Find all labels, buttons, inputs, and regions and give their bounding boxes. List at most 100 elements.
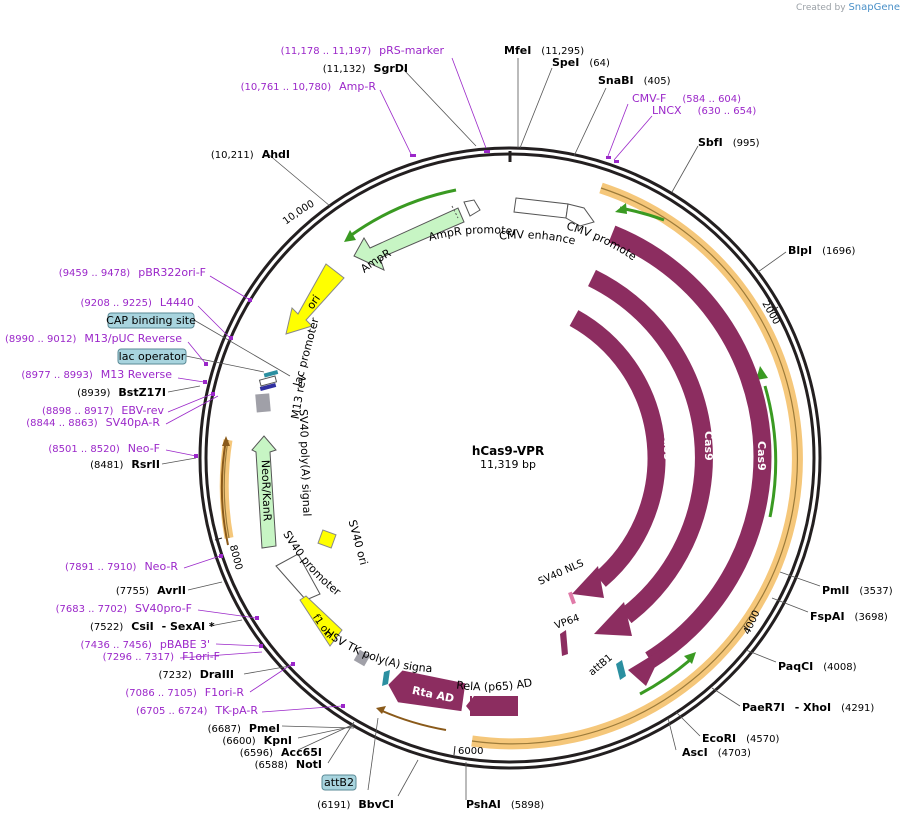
site-draiii[interactable]: (7232)DraIII [158, 668, 234, 681]
primer-sv40pa-r-name: SV40pA-R [106, 416, 161, 429]
primer-sv40pa-r-range: (8844 .. 8863) [26, 418, 98, 429]
site-pshai-pos: (5898) [511, 800, 544, 811]
plasmid-title: hCas9-VPR 11,319 bp [472, 444, 544, 471]
box-attb2[interactable]: attB2 [324, 776, 354, 789]
primer-prs-marker-range: (11,178 .. 11,197) [281, 46, 372, 57]
primer-f1ori-f-range: (7296 .. 7317) [103, 652, 175, 663]
site-pmei[interactable]: (6687) PmeI [208, 722, 280, 735]
primer-tk-pa-r-name: TK-pA-R [214, 704, 258, 717]
activation-domains: Rta AD RelA (p65) AD [388, 670, 534, 716]
site-asci[interactable]: AscI(4703) [682, 746, 751, 759]
primer-pbabe3-name: pBABE 3' [160, 638, 210, 651]
site-snabi-name: SnaBI [598, 74, 634, 87]
primer-pbabe3-range: (7436 .. 7456) [81, 640, 153, 651]
rela-label: RelA (p65) AD [456, 676, 534, 693]
cas9-inner-label: Cas9 [661, 431, 674, 461]
site-sgrdi[interactable]: (11,132) SgrDI [323, 62, 408, 75]
site-mfei[interactable]: MfeI(11,295) [504, 44, 584, 57]
primer-neo-f[interactable]: (8501 .. 8520)Neo-F [48, 442, 160, 455]
tick-6000: 6000 [458, 746, 483, 757]
primer-cmv-f-range: (584 .. 604) [682, 94, 741, 105]
primer-tk-pa-r[interactable]: (6705 .. 6724)TK-pA-R [136, 704, 258, 717]
primer-cmv-f[interactable]: CMV-F (584 .. 604) [632, 92, 741, 105]
sv40-nls-label: SV40 NLS [537, 558, 586, 588]
site-pmli[interactable]: PmlI(3537) [822, 584, 893, 597]
boxed-labels: CAP binding site lac operator attB2 [106, 312, 357, 791]
site-bstz17i[interactable]: (8939)BstZ17I [77, 386, 166, 399]
primer-l4440-range: (9208 .. 9225) [80, 298, 152, 309]
site-ahdi[interactable]: (10,211)AhdI [211, 148, 290, 161]
tick-10000-label: 10,000 [281, 198, 316, 227]
site-draiii-pos: (7232) [158, 670, 191, 681]
site-sbfi-name: SbfI [698, 136, 723, 149]
sv40-ori-label: SV40 ori [346, 518, 371, 566]
site-spei[interactable]: SpeI(64) [552, 56, 610, 69]
primer-f1ori-f-name: F1ori-F [182, 650, 220, 663]
primer-sv40pa-r[interactable]: (8844 .. 8863) SV40pA-R [26, 416, 160, 429]
primer-prs-marker[interactable]: (11,178 .. 11,197) pRS-marker [281, 44, 445, 57]
site-fspai-pos: (3698) [855, 612, 888, 623]
neo-region: NeoR/KanR SV40 poly(A) signal [251, 409, 314, 549]
site-paqci[interactable]: PaqCI(4008) [778, 660, 857, 673]
site-pmei-pos: (6687) [208, 724, 241, 735]
site-leader-lines [161, 58, 821, 800]
site-kpni[interactable]: (6600)KpnI [222, 734, 292, 747]
primer-m13puc-rev[interactable]: (8990 .. 9012)M13/pUC Reverse [5, 332, 182, 345]
box-cap[interactable]: CAP binding site [106, 314, 196, 327]
site-sgrdi-pos: (11,132) [323, 64, 366, 75]
site-avrii-name: AvrII [157, 584, 186, 597]
primer-cmv-f-name: CMV-F [632, 92, 666, 105]
site-paer7i-pos: (4291) [841, 703, 874, 714]
primer-ebv-rev[interactable]: (8898 .. 8917)EBV-rev [42, 404, 164, 417]
primer-pbr322ori-f[interactable]: (9459 .. 9478) pBR322ori-F [59, 266, 206, 279]
primer-lncx[interactable]: LNCX(630 .. 654) [652, 104, 756, 117]
site-ecori[interactable]: EcoRI(4570) [702, 732, 780, 745]
site-avrii-pos: (7755) [116, 586, 149, 597]
site-ahdi-pos: (10,211) [211, 150, 254, 161]
primer-f1ori-f[interactable]: (7296 .. 7317) F1ori-F [103, 650, 220, 663]
site-noti[interactable]: (6588)NotI [255, 758, 322, 771]
cas9-mid-label: Cas9 [702, 431, 715, 461]
site-pshai[interactable]: PshAI(5898) [466, 798, 544, 811]
primer-pbabe3[interactable]: (7436 .. 7456) pBABE 3' [81, 638, 211, 651]
site-avrii[interactable]: (7755) AvrII [116, 584, 186, 597]
site-snabi[interactable]: SnaBI(405) [598, 74, 671, 87]
site-acc65i[interactable]: (6596)Acc65I [240, 746, 322, 759]
primer-f1ori-r[interactable]: (7086 .. 7105)F1ori-R [125, 686, 244, 699]
site-rsrii[interactable]: (8481)RsrII [90, 458, 160, 471]
site-asci-name: AscI [682, 746, 708, 759]
site-sgrdi-name: SgrDI [374, 62, 408, 75]
primer-amp-r[interactable]: (10,761 .. 10,780)Amp-R [241, 80, 377, 93]
credit-prefix: Created by [796, 3, 846, 13]
site-bbvci[interactable]: (6191)BbvCI [317, 798, 394, 811]
primer-m13-reverse[interactable]: (8977 .. 8993)M13 Reverse [21, 368, 172, 381]
plasmid-name: hCas9-VPR [472, 444, 544, 458]
site-csii[interactable]: (7522)CsiI - SexAI * [90, 620, 215, 633]
primer-prs-marker-name: pRS-marker [379, 44, 444, 57]
primer-m13-reverse-name: M13 Reverse [101, 368, 172, 381]
primer-sv40pro-f[interactable]: (7683 .. 7702)SV40pro-F [56, 602, 192, 615]
tick-8000: 8000 [227, 544, 244, 571]
site-noti-pos: (6588) [255, 760, 288, 771]
site-blpi[interactable]: BlpI(1696) [788, 244, 855, 257]
primer-amp-r-range: (10,761 .. 10,780) [241, 82, 332, 93]
site-csii-pos: (7522) [90, 622, 123, 633]
site-paer7i-extra: - XhoI [791, 701, 831, 714]
primer-neo-f-name: Neo-F [128, 442, 160, 455]
site-paer7i[interactable]: PaeR7I - XhoI(4291) [742, 701, 874, 714]
site-pmei-name: PmeI [249, 722, 280, 735]
neo-label: NeoR/KanR [259, 460, 274, 522]
site-sbfi[interactable]: SbfI(995) [698, 136, 760, 149]
primer-neo-r[interactable]: (7891 .. 7910)Neo-R [65, 560, 178, 573]
cmv-promoter-text: CMV promoter [0, 0, 639, 263]
box-lacop[interactable]: lac operator [119, 350, 186, 363]
orf-highlights [219, 182, 803, 750]
sv40-polya-label: SV40 poly(A) signal [297, 409, 314, 517]
site-fspai[interactable]: FspAI(3698) [810, 610, 888, 623]
primer-pbr322ori-f-range: (9459 .. 9478) [59, 268, 131, 279]
cmv-enhancer-text: CMV enhancer [0, 0, 577, 248]
primer-pbr322ori-f-name: pBR322ori-F [138, 266, 206, 279]
primer-l4440[interactable]: (9208 .. 9225)L4440 [80, 296, 194, 309]
site-blpi-name: BlpI [788, 244, 812, 257]
primer-ebv-rev-range: (8898 .. 8917) [42, 406, 114, 417]
